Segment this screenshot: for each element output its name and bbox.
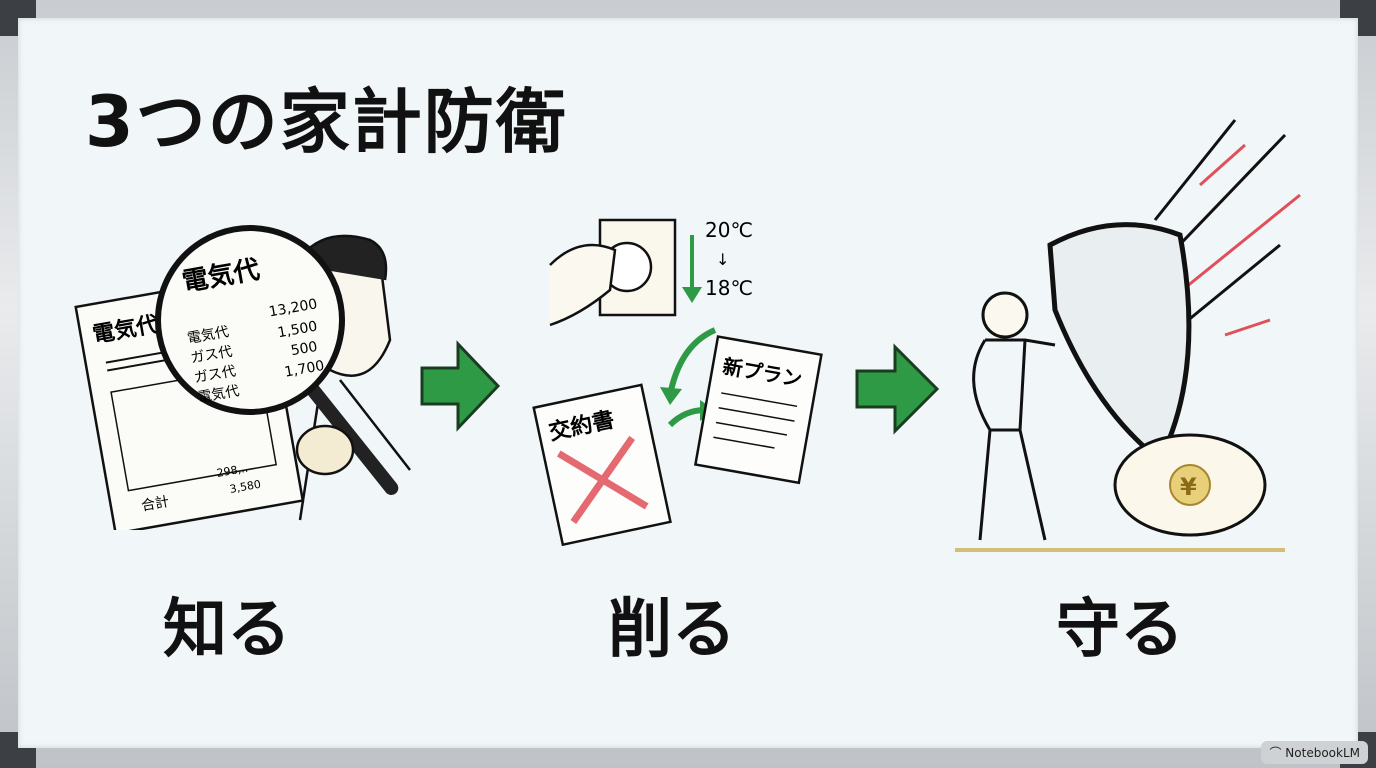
- bill-total-label: 合計: [140, 494, 170, 515]
- step-label-know: 知る: [163, 593, 291, 667]
- bill-row-name: ガス代: [189, 344, 233, 367]
- yen-symbol: ¥: [1180, 473, 1197, 501]
- shield-icon: [1047, 222, 1192, 464]
- badge-text: NotebookLM: [1285, 746, 1360, 760]
- temp-to: 18℃: [705, 276, 753, 300]
- old-contract: 交約書: [532, 383, 672, 547]
- temp-from: 20℃: [705, 218, 753, 242]
- illustration-cut-costs: 20℃ ↓ 18℃ 交約書 新プラン: [532, 218, 823, 547]
- bill-row-name: ガス代: [193, 363, 237, 386]
- bill-row-name: 電気代: [186, 324, 230, 347]
- bill-row-amount: 500: [290, 339, 319, 359]
- bill-row-amount: 1,500: [276, 319, 318, 342]
- notebooklm-badge: ⌒ NotebookLM: [1261, 741, 1368, 764]
- piggy-bank: ¥: [1113, 433, 1267, 537]
- new-plan: 新プラン: [693, 335, 823, 485]
- bill-row-name: 電気代: [196, 383, 240, 406]
- thermostat: [549, 218, 677, 327]
- bill-total: 298,..: [216, 462, 249, 480]
- red-cross-icon: [556, 435, 649, 525]
- green-arrow-right-icon: [420, 340, 501, 432]
- bill-row-amount: 1,700: [283, 358, 325, 381]
- bill-sub: 3,580: [229, 478, 262, 496]
- temp-arrow: ↓: [716, 250, 729, 269]
- notebooklm-icon: ⌒: [1269, 746, 1286, 760]
- illustration-shield-protect: ¥: [955, 119, 1301, 552]
- step-label-cut: 削る: [608, 593, 736, 667]
- step-label-protect: 守る: [1056, 593, 1184, 667]
- hand: [295, 424, 355, 476]
- green-arrow-right-icon: [855, 343, 940, 435]
- man: [972, 291, 1056, 541]
- page-title: 3つの家計防衛: [85, 81, 568, 163]
